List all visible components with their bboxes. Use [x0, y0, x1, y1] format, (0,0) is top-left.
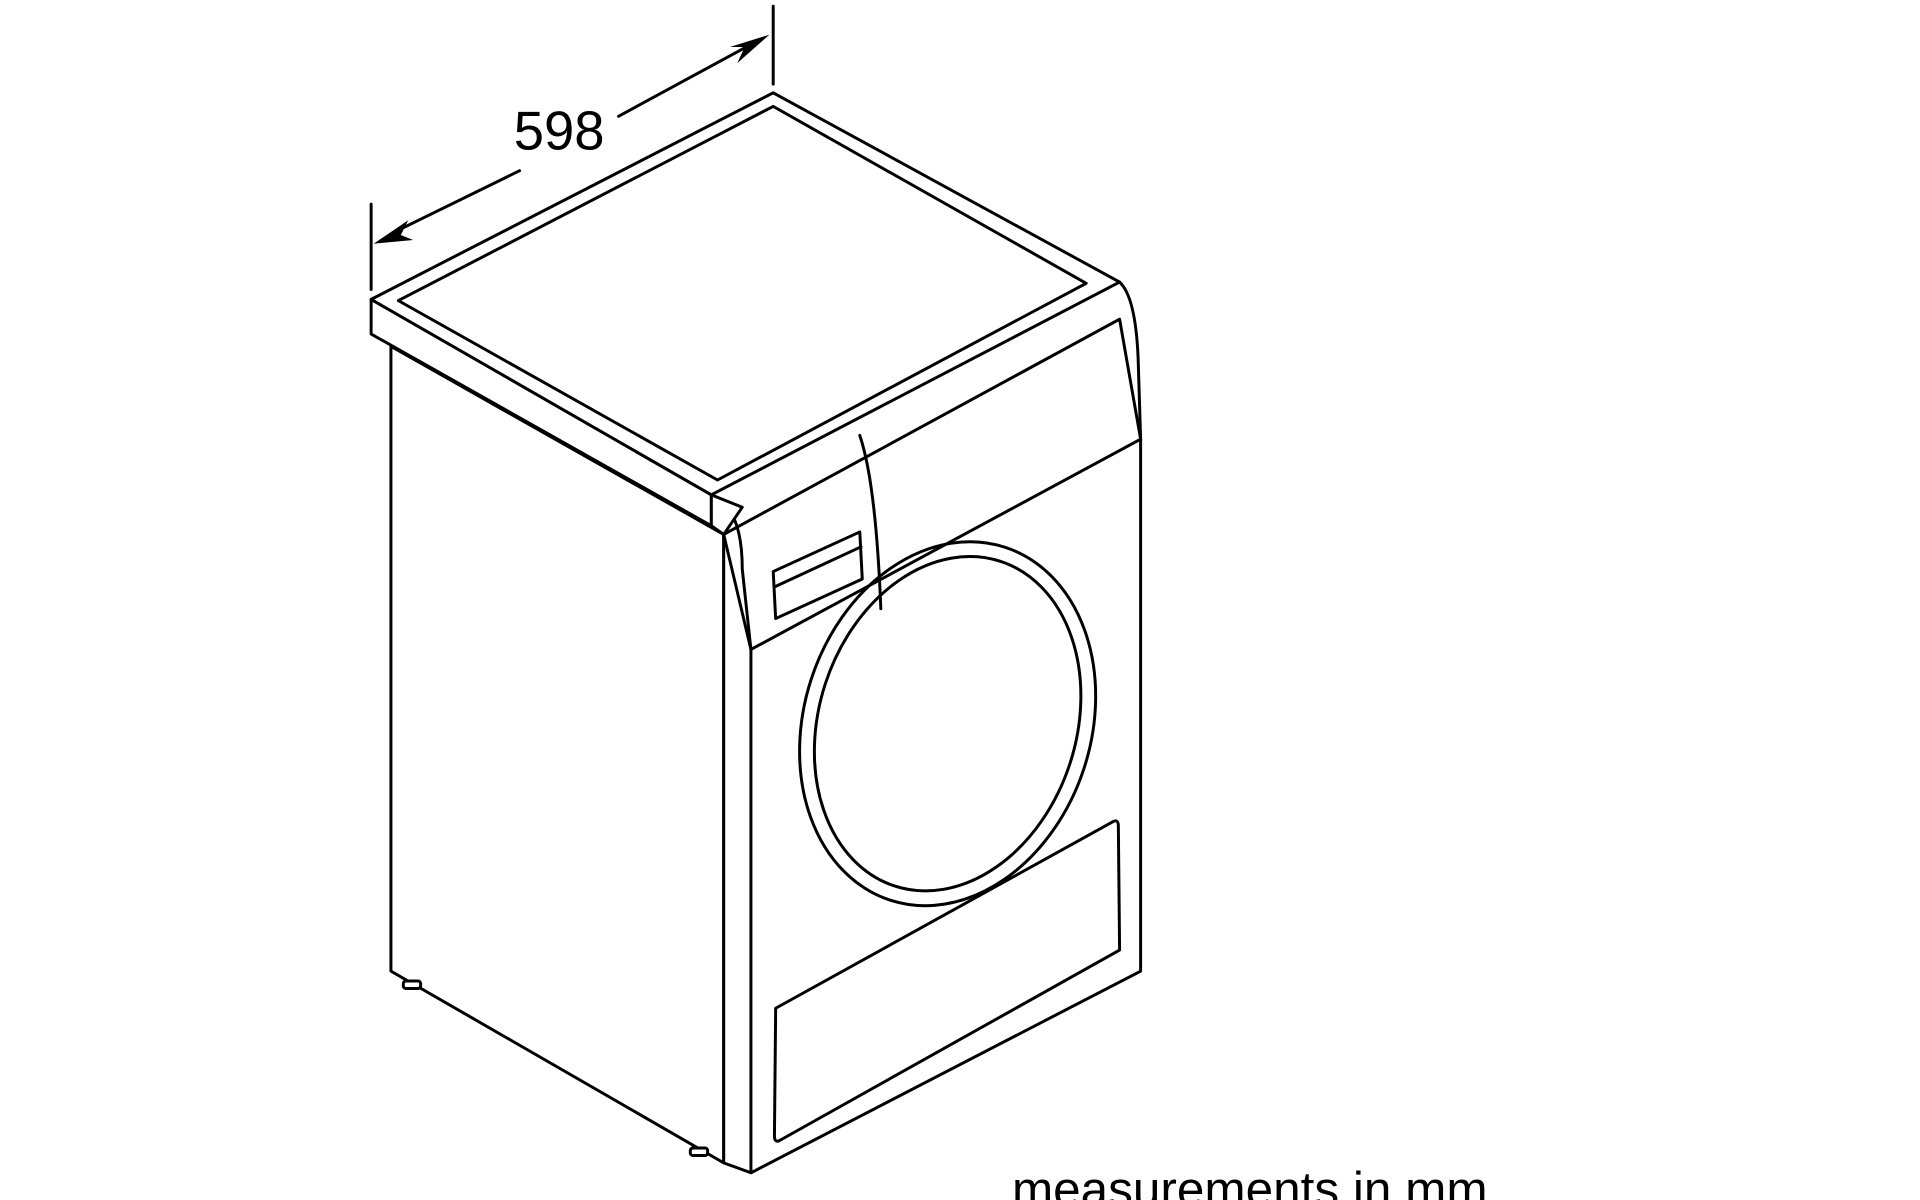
dimension-line-left	[391, 169, 522, 235]
appliance-body	[369, 91, 1143, 1175]
front-face	[722, 317, 1143, 1175]
door-outer-ring	[798, 540, 1098, 908]
top-recess	[396, 104, 1088, 482]
arrowhead-left	[373, 220, 414, 244]
dimension-label: 598	[514, 101, 605, 162]
plinth-panel	[772, 819, 1122, 1143]
dimension-line-right	[617, 44, 750, 118]
units-note: measurements in mm	[1012, 1162, 1488, 1200]
width-dimension: 598	[369, 4, 775, 291]
door-glass	[812, 555, 1083, 893]
top-surface	[369, 91, 1122, 497]
arrowhead-right	[729, 34, 770, 64]
display-window	[771, 530, 864, 621]
panel-divider	[858, 433, 883, 611]
foot-left	[401, 979, 423, 990]
foot-right	[688, 1146, 710, 1157]
